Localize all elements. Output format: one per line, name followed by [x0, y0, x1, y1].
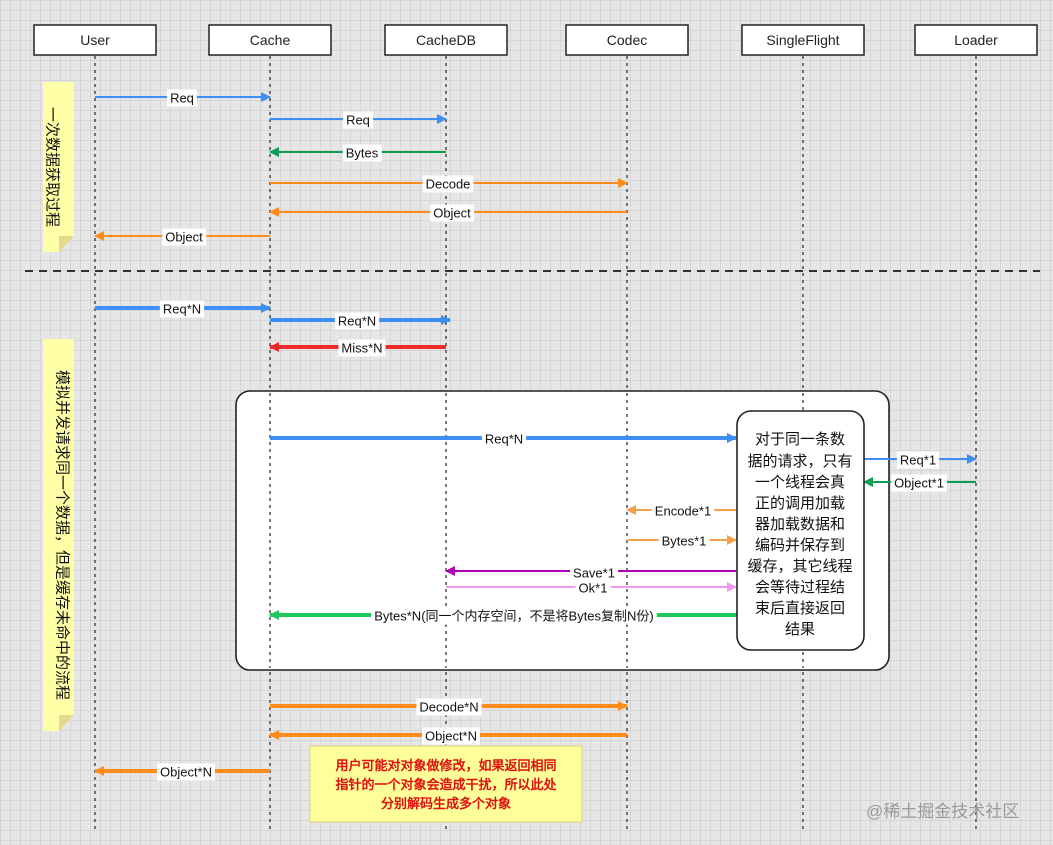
- actor-label: SingleFlight: [766, 32, 839, 48]
- actor-label: User: [80, 32, 110, 48]
- singleflight-frame: [235, 390, 890, 671]
- message-m6: Object: [94, 228, 270, 246]
- note-line: 会等待过程结: [755, 578, 845, 596]
- actor-label: Codec: [607, 32, 647, 48]
- message-label: Object*N: [425, 729, 477, 744]
- note-line: 器加载数据和: [755, 516, 845, 533]
- sticky-note-first: 一次数据获取过程: [43, 82, 74, 252]
- message-m14: Bytes*1: [627, 532, 737, 550]
- message-label: Bytes*1: [662, 534, 707, 549]
- message-label: Bytes*N(同一个内存空间，不是将Bytes复制N份): [374, 609, 654, 624]
- note-line: 一个线程会真: [755, 473, 845, 491]
- message-m17: Bytes*N(同一个内存空间，不是将Bytes复制N份): [269, 607, 752, 625]
- message-m8: Req*N: [270, 312, 451, 330]
- message-m16: Ok*1: [446, 579, 737, 597]
- message-label: Req*N: [163, 302, 201, 317]
- note-line: 用户可能对对象做修改，如果返回相同: [334, 758, 556, 773]
- actor-user: User: [33, 24, 157, 56]
- message-label: Decode: [426, 177, 471, 192]
- watermark: @稀土掘金技术社区: [866, 802, 1019, 821]
- note-line: 结果: [785, 621, 815, 638]
- message-m2: Req: [270, 111, 447, 129]
- message-label: Object: [165, 230, 203, 245]
- message-label: Decode*N: [419, 700, 478, 715]
- message-label: Ok*1: [579, 581, 608, 596]
- note-line: 据的请求，只有: [747, 453, 852, 470]
- message-m7: Req*N: [95, 300, 271, 318]
- message-m5: Object: [269, 204, 627, 222]
- note-line: 编码并保存到: [755, 537, 845, 554]
- message-m1: Req: [95, 89, 271, 107]
- actor-label: Loader: [954, 32, 998, 48]
- message-label: Save*1: [573, 566, 615, 581]
- message-label: Object: [433, 206, 471, 221]
- message-m11: Req*1: [864, 451, 977, 469]
- actor-cachedb: CacheDB: [384, 24, 508, 56]
- message-m4: Decode: [270, 175, 628, 193]
- note-line: 分别解码生成多个对象: [381, 796, 511, 811]
- actor-cache: Cache: [208, 24, 332, 56]
- note-line: 缓存，其它线程: [747, 557, 852, 575]
- note-line: 指针的一个对象会造成干扰，所以此处: [335, 777, 557, 792]
- message-m13: Encode*1: [626, 502, 736, 520]
- actor-codec: Codec: [565, 24, 689, 56]
- message-m9: Miss*N: [269, 339, 446, 357]
- message-label: Object*1: [894, 476, 944, 491]
- sticky-note-second: 模拟并发请求同一个数据，但是缓存未命中的流程: [43, 339, 74, 731]
- actor-label: CacheDB: [416, 32, 476, 48]
- message-label: Req: [346, 113, 370, 128]
- sticky-note-text: 一次数据获取过程: [44, 107, 61, 227]
- message-m15: Save*1: [445, 564, 736, 582]
- message-m3: Bytes: [269, 144, 446, 162]
- note-line: 束后直接返回: [755, 600, 845, 617]
- decode-explanation-note: 用户可能对对象做修改，如果返回相同 指针的一个对象会造成干扰，所以此处 分别解码…: [309, 745, 583, 823]
- singleflight-note: 对于同一条数 据的请求，只有 一个线程会真 正的调用加载 器加载数据和 编码并保…: [736, 410, 865, 651]
- message-label: Req: [170, 91, 194, 106]
- message-m10: Req*N: [270, 430, 737, 448]
- actor-singleflight: SingleFlight: [741, 24, 865, 56]
- message-label: Req*N: [485, 432, 523, 447]
- message-m12: Object*1: [863, 474, 976, 492]
- message-m18: Decode*N: [270, 698, 628, 716]
- message-label: Req*1: [900, 453, 936, 468]
- actor-label: Cache: [250, 32, 291, 48]
- actor-loader: Loader: [914, 24, 1038, 56]
- message-label: Object*N: [160, 765, 212, 780]
- message-label: Req*N: [338, 314, 376, 329]
- message-label: Miss*N: [341, 341, 382, 356]
- message-label: Encode*1: [655, 504, 711, 519]
- message-label: Bytes: [346, 146, 379, 161]
- message-m19: Object*N: [269, 727, 627, 745]
- note-line: 对于同一条数: [755, 431, 845, 448]
- note-line: 正的调用加载: [755, 495, 845, 512]
- sticky-note-text: 模拟并发请求同一个数据，但是缓存未命中的流程: [54, 370, 72, 700]
- message-m20: Object*N: [94, 763, 270, 781]
